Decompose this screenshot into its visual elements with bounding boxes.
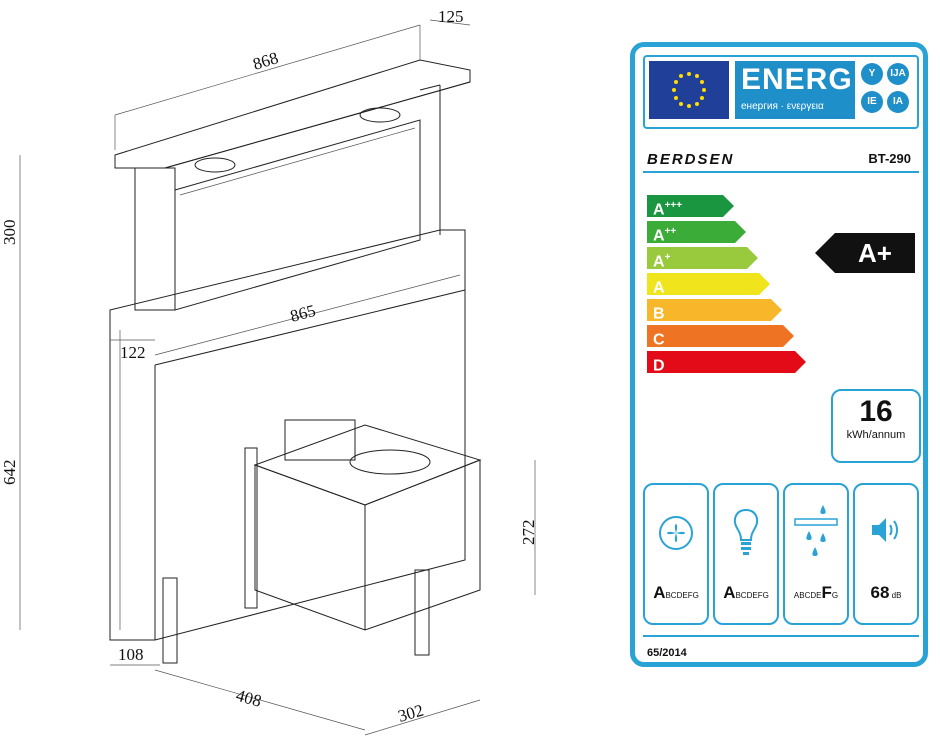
brand-name: BERDSEN — [647, 151, 735, 168]
dim-height-upper: 300 — [0, 220, 19, 246]
motor-outlet — [349, 449, 431, 475]
energy-title: ENERG енергия · ενεργεια — [735, 61, 855, 119]
energy-subtitle: енергия · ενεργεια — [741, 101, 824, 112]
noise-level: 68 dB — [870, 583, 902, 602]
fan-icon — [659, 516, 693, 550]
lang-badge-ia: IA — [887, 91, 909, 113]
lang-badge-ija: IJA — [887, 63, 909, 85]
hood-body — [109, 229, 466, 641]
lang-badge-y: Y — [861, 63, 883, 85]
dim-inner-depth: 122 — [120, 343, 146, 362]
fan-efficiency-class: ABCDEFG — [653, 583, 699, 602]
dim-motor-height: 272 — [519, 520, 538, 546]
energy-class-bar: A — [647, 273, 770, 296]
consumption-box: 16 kWh/annum — [831, 389, 921, 463]
fan-efficiency-box: ABCDEFG — [643, 483, 709, 625]
grease-filter-box: ABCDEFG — [783, 483, 849, 625]
speaker-icon — [872, 518, 898, 542]
energy-class-bar: B — [647, 299, 782, 322]
grease-filter-icon — [794, 505, 838, 556]
leg-right — [414, 569, 430, 656]
energy-class-bar: C — [647, 325, 794, 348]
motor-box — [254, 459, 481, 631]
energy-class-bar: A+++ — [647, 195, 734, 218]
dim-depth-top: 125 — [438, 7, 464, 26]
energy-rating-badge: A+ — [815, 233, 915, 273]
leg-left — [162, 577, 178, 664]
label-header: ENERG енергия · ενεργεια Y IJA IE IA — [643, 55, 919, 129]
riser-glass — [174, 119, 421, 311]
dim-height-body: 642 — [0, 460, 19, 486]
energy-class-bar: D — [647, 351, 806, 374]
light-efficiency-class: ABCDEFG — [723, 583, 769, 602]
eu-flag-icon — [649, 61, 729, 119]
light-efficiency-box: ABCDEFG — [713, 483, 779, 625]
dim-motor-depth: 302 — [396, 701, 426, 726]
lang-badge-ie: IE — [861, 91, 883, 113]
regulation-number: 65/2014 — [647, 647, 687, 659]
dim-width-top: 868 — [251, 48, 281, 74]
grease-filter-class: ABCDEFG — [793, 583, 839, 602]
hood-top-panel — [114, 59, 471, 169]
energy-class-bar: A+ — [647, 247, 758, 270]
consumption-value: 16 — [859, 395, 893, 428]
dim-inner-width: 865 — [288, 301, 318, 326]
motor-unit — [284, 419, 356, 461]
motor-bracket — [244, 447, 258, 609]
dim-motor-width: 408 — [234, 686, 264, 711]
riser-left — [134, 167, 176, 311]
separator-top — [643, 171, 919, 173]
dim-bottom-depth: 108 — [118, 645, 144, 664]
vent-right — [359, 107, 401, 123]
noise-box: 68 dB — [853, 483, 919, 625]
consumption-unit: kWh/annum — [846, 429, 906, 441]
model-number: BT-290 — [868, 151, 911, 166]
vent-left — [194, 157, 236, 173]
energy-label: ENERG енергия · ενεργεια Y IJA IE IA BER… — [630, 42, 928, 667]
energy-class-bar: A++ — [647, 221, 746, 244]
technical-drawing: 868 125 300 642 865 122 272 108 408 302 — [0, 7, 538, 736]
separator-bottom — [643, 635, 919, 637]
lightbulb-icon — [733, 508, 759, 555]
energy-word: ENERG — [741, 63, 853, 96]
